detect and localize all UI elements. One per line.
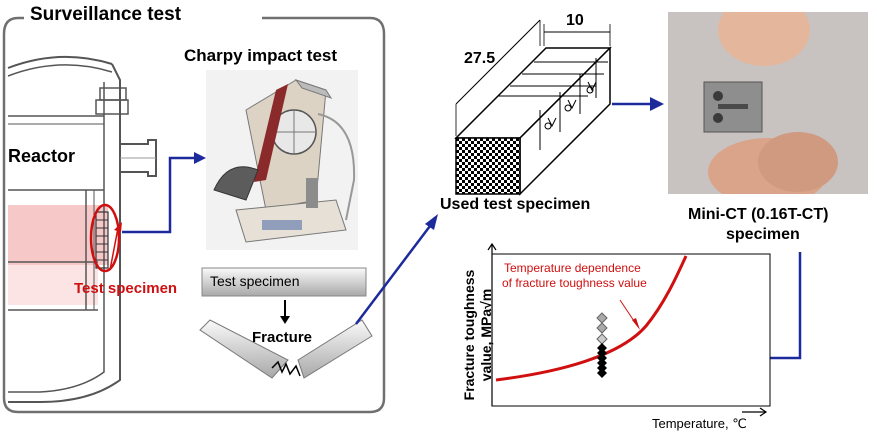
dim-width-label: 10 bbox=[566, 12, 584, 29]
minict-label-line1: Mini-CT (0.16T-CT) bbox=[688, 206, 829, 223]
graph-x-label: Temperature, ℃ bbox=[652, 416, 747, 431]
graph-annotation-line2: of fracture toughness value bbox=[502, 276, 647, 290]
dim-length-label: 27.5 bbox=[464, 50, 496, 67]
toughness-data-points bbox=[596, 312, 608, 378]
data-point bbox=[596, 322, 608, 334]
graph-annotation-line1: Temperature dependence bbox=[504, 261, 641, 275]
dim-length-line bbox=[455, 19, 541, 105]
charpy-specimen-bar bbox=[201, 267, 367, 297]
specimen-highlight-ellipse bbox=[89, 203, 121, 273]
surveillance-title: Surveillance test bbox=[24, 4, 188, 26]
charpy-bar-label: Test specimen bbox=[210, 273, 300, 289]
graph-y-label-line2: value, MPa√m bbox=[478, 288, 494, 382]
fracture-half-right bbox=[297, 319, 373, 379]
reactor-specimen-label: Test specimen bbox=[74, 280, 178, 297]
reactor-label: Reactor bbox=[8, 146, 76, 166]
charpy-down-arrow bbox=[280, 316, 290, 324]
data-point bbox=[597, 368, 607, 378]
arrow-fracture-to-used bbox=[355, 225, 431, 325]
minict-photo bbox=[668, 12, 868, 194]
fracture-label: Fracture bbox=[252, 329, 313, 346]
minict-label-line2: specimen bbox=[726, 226, 800, 243]
specimen-cross-section bbox=[455, 137, 521, 195]
graph-y-label-line1: Fracture toughness bbox=[461, 269, 477, 401]
fracture-crack bbox=[271, 360, 301, 377]
fracture-half-left bbox=[199, 319, 289, 379]
toughness-curve bbox=[495, 255, 688, 382]
graph-y-label: Fracture toughness value, MPa√m bbox=[461, 255, 495, 415]
charpy-title: Charpy impact test bbox=[184, 46, 338, 65]
arrow-reactor-to-charpy bbox=[122, 156, 196, 234]
charpy-machine-photo bbox=[206, 70, 358, 250]
used-specimen-label: Used test specimen bbox=[440, 196, 591, 213]
specimen-capsule bbox=[95, 211, 109, 269]
